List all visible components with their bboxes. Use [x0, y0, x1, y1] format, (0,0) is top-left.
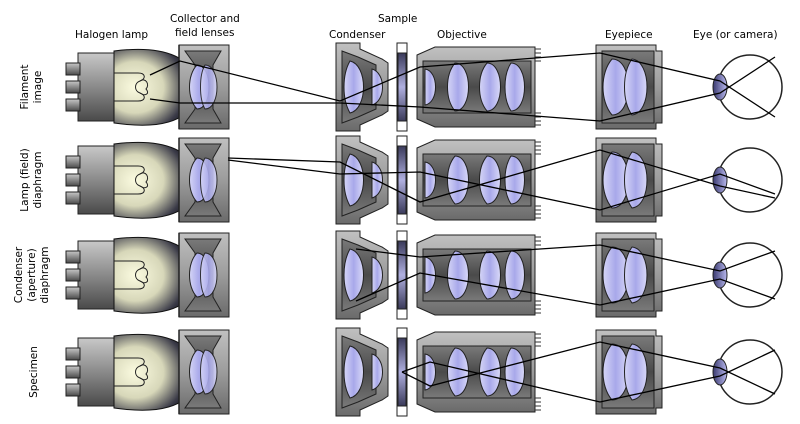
- eye-icon: [712, 339, 783, 405]
- header-halogen-lamp: Halogen lamp: [75, 29, 148, 41]
- row-label-line: Filament: [19, 64, 31, 109]
- header-eye: Eye (or camera): [693, 29, 778, 41]
- collector-lens-icon: [178, 329, 230, 415]
- collector-lens-icon: [178, 232, 230, 318]
- light-rays: [355, 244, 776, 306]
- eye-icon: [712, 147, 783, 213]
- eyepiece-lens-icon: [595, 329, 663, 415]
- collector-lens-icon: [178, 137, 230, 223]
- header-collector-line1: Collector and: [170, 13, 240, 25]
- row-label-line: image: [32, 71, 44, 104]
- header-condenser: Condenser: [329, 29, 386, 41]
- condenser-lens-icon: [335, 135, 389, 225]
- objective-lens-icon: [416, 331, 542, 413]
- objective-lens-icon: [416, 139, 542, 221]
- header-sample: Sample: [378, 13, 417, 25]
- collector-lens-icon: [178, 44, 230, 130]
- sample-slide-icon: [396, 230, 408, 320]
- row-label-condenser-diaphragm: Condenser (aperture) diaphragm: [13, 246, 51, 303]
- row-label-line: Condenser: [13, 246, 25, 303]
- row-label-line: (aperture): [26, 248, 38, 301]
- optical-row-specimen: [65, 327, 783, 417]
- row-label-line: diaphragm: [32, 152, 44, 209]
- objective-lens-icon: [416, 234, 542, 316]
- row-label-specimen: Specimen: [28, 346, 40, 398]
- condenser-lens-icon: [335, 42, 389, 132]
- header-eyepiece: Eyepiece: [605, 29, 653, 41]
- condenser-lens-icon: [335, 327, 389, 417]
- row-label-line: Specimen: [28, 346, 40, 398]
- light-rays: [149, 52, 776, 122]
- eyepiece-lens-icon: [595, 44, 663, 130]
- row-label-lamp-diaphragm: Lamp (field) diaphragm: [19, 148, 44, 211]
- optical-row-condenser-diaphragm: [65, 230, 783, 320]
- optical-row-filament: [65, 42, 783, 132]
- header-objective: Objective: [437, 29, 487, 41]
- condenser-lens-icon: [335, 230, 389, 320]
- sample-slide-icon: [396, 135, 408, 225]
- eyepiece-lens-icon: [595, 232, 663, 318]
- sample-slide-icon: [396, 42, 408, 132]
- header-collector-line2: field lenses: [175, 27, 234, 39]
- row-label-line: diaphragm: [39, 247, 51, 304]
- eye-icon: [712, 54, 783, 120]
- light-rays: [401, 341, 776, 403]
- optical-row-lamp-diaphragm: [65, 135, 783, 225]
- row-label-line: Lamp (field): [19, 148, 31, 211]
- eyepiece-lens-icon: [595, 137, 663, 223]
- light-rays: [227, 149, 776, 211]
- row-label-filament: Filament image: [19, 64, 44, 109]
